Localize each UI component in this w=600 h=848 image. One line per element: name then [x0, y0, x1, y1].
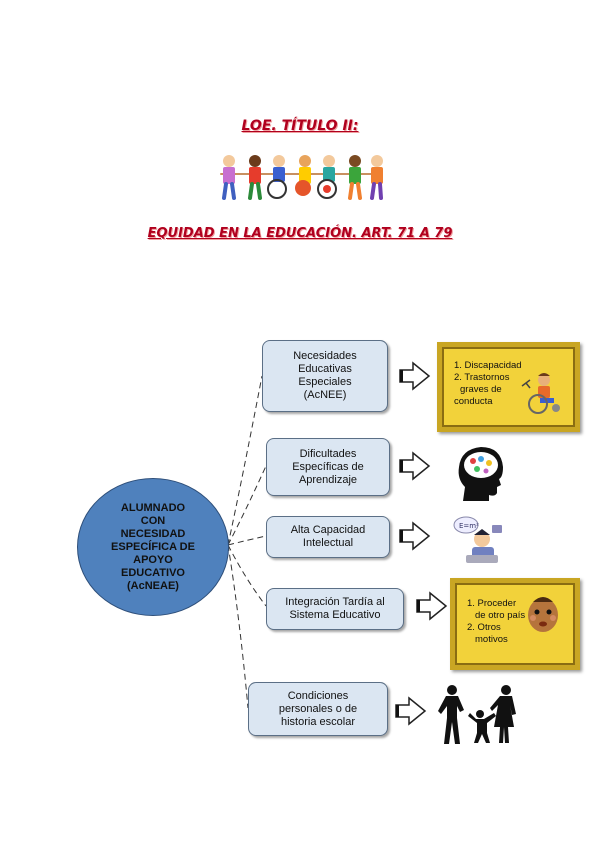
- branch-label: Integración Tardía al: [285, 596, 385, 608]
- central-line: CON: [140, 514, 166, 527]
- central-line: NECESIDAD: [120, 527, 186, 540]
- branch-label: Condiciones: [287, 689, 349, 702]
- plaque-acnee: [437, 342, 580, 432]
- branch-box-dificultades: Dificultades Específicas de Aprendizaje: [266, 438, 390, 496]
- branch-box-integracion-tardia: Integración Tardía al Sistema Educativo: [266, 588, 404, 630]
- plaque-line: motivos: [475, 634, 508, 645]
- arrow-right-icon: [399, 451, 431, 481]
- arrow-right-icon: [399, 521, 431, 551]
- central-line: EDUCATIVO: [121, 566, 185, 579]
- central-line: ESPECÍFICA DE: [111, 540, 195, 553]
- arrow-right-icon: [399, 361, 431, 391]
- plaque-line: conducta: [454, 396, 493, 407]
- branch-label: Necesidades: [293, 350, 357, 362]
- branch-label: Especiales: [298, 376, 352, 388]
- branch-label: Alta Capacidad: [290, 524, 366, 536]
- plaque-tardia: [450, 578, 580, 670]
- central-line: APOYO: [133, 553, 173, 566]
- central-node: ALUMNADO CON NECESIDAD ESPECÍFICA DE APO…: [77, 478, 229, 616]
- children-holding-hands-icon: [220, 155, 383, 200]
- plaque-line: graves de: [460, 384, 502, 395]
- page-subtitle: EQUIDAD EN LA EDUCACIÓN. ART. 71 A 79: [147, 226, 453, 241]
- plaque-tardia-text: 1. Proceder de otro país 2. Otros motivo…: [467, 598, 525, 646]
- branch-label: personales o de: [278, 702, 358, 715]
- head-brain-icon: [458, 447, 503, 501]
- plaque-line: 2. Otros: [467, 622, 501, 633]
- svg-text:E=m²: E=m²: [459, 522, 479, 530]
- family-silhouette-icon: [438, 685, 516, 744]
- central-line: (AcNEAE): [127, 579, 179, 592]
- plaque-line: de otro país: [475, 610, 526, 621]
- wheelchair-child-icon: [521, 373, 560, 414]
- arrow-right-icon: [395, 696, 427, 726]
- branch-label: Dificultades: [299, 447, 357, 460]
- branch-label: (AcNEE): [303, 389, 347, 401]
- plaque-line: 1. Proceder: [467, 598, 517, 609]
- arrow-right-icon: [416, 591, 448, 621]
- plaque-line: 2. Trastornos: [454, 372, 510, 383]
- baby-face-icon: [528, 597, 558, 632]
- branch-label: Intelectual: [302, 537, 354, 549]
- central-line: ALUMNADO: [120, 501, 186, 514]
- branch-label: Educativas: [298, 363, 352, 375]
- plaque-line: 1. Discapacidad: [454, 360, 522, 371]
- page-title: LOE. TÍTULO II:: [241, 118, 359, 134]
- branch-label: historia escolar: [281, 715, 355, 728]
- branch-box-acnee: Necesidades Educativas Especiales (AcNEE…: [262, 340, 388, 412]
- branch-box-condiciones: Condiciones personales o de historia esc…: [248, 682, 388, 736]
- gifted-child-icon: E=m²: [453, 516, 502, 563]
- branch-box-alta-capacidad: Alta Capacidad Intelectual: [266, 516, 390, 558]
- plaque-acnee-text: 1. Discapacidad 2. Trastornos graves de …: [454, 360, 522, 408]
- branch-label: Sistema Educativo: [289, 609, 381, 621]
- branch-label: Aprendizaje: [298, 473, 358, 486]
- branch-label: Específicas de: [292, 460, 364, 473]
